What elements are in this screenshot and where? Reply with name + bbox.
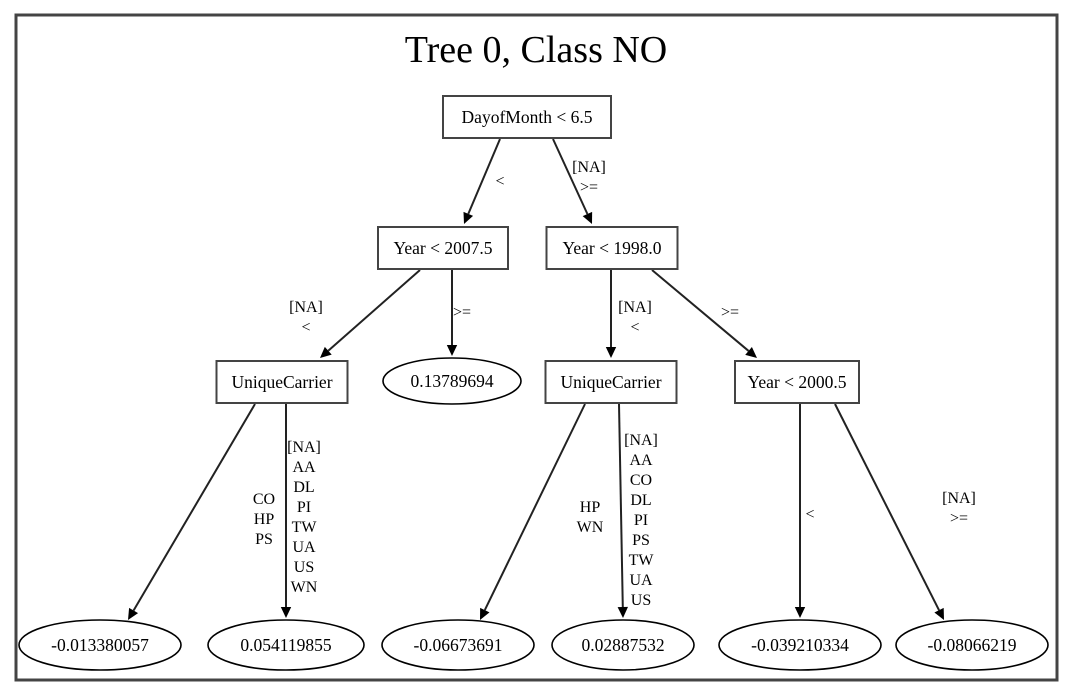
diagram-frame bbox=[14, 13, 1059, 682]
leaf-node[interactable]: -0.013380057 bbox=[18, 619, 182, 671]
leaf-value: 0.02887532 bbox=[581, 635, 664, 655]
edge-label: [NA]>= bbox=[572, 159, 606, 196]
split-condition: UniqueCarrier bbox=[231, 372, 332, 392]
leaf-node[interactable]: -0.06673691 bbox=[381, 619, 535, 671]
edge-arrowhead bbox=[446, 345, 458, 356]
edge-line bbox=[651, 269, 750, 352]
tree-edge: < bbox=[794, 404, 815, 618]
split-box bbox=[377, 226, 509, 270]
split-node[interactable]: Year < 1998.0 bbox=[545, 226, 679, 270]
edge-line bbox=[552, 138, 589, 215]
diagram-title: Tree 0, Class NO bbox=[405, 29, 668, 71]
split-box bbox=[734, 360, 860, 404]
split-node[interactable]: Year < 2007.5 bbox=[377, 226, 509, 270]
tree-edge: >= bbox=[651, 269, 757, 358]
edge-line bbox=[834, 403, 940, 611]
tree-edge: [NA]< bbox=[605, 270, 652, 358]
leaf-node[interactable]: 0.13789694 bbox=[382, 357, 522, 405]
leaf-ellipse bbox=[895, 619, 1049, 671]
edge-arrowhead bbox=[463, 211, 474, 224]
tree-edge: [NA]>= bbox=[552, 138, 606, 224]
split-box bbox=[544, 360, 678, 404]
edge-arrowhead bbox=[320, 346, 332, 358]
edge-label: [NA]>= bbox=[942, 490, 976, 527]
split-node[interactable]: UniqueCarrier bbox=[544, 360, 678, 404]
edge-label: < bbox=[805, 506, 814, 523]
edge-line bbox=[327, 269, 421, 352]
edge-arrowhead bbox=[617, 606, 628, 618]
split-box bbox=[215, 360, 349, 404]
edge-line bbox=[483, 403, 586, 611]
edge-label: >= bbox=[453, 304, 471, 321]
split-node[interactable]: UniqueCarrier bbox=[215, 360, 349, 404]
edge-arrowhead bbox=[128, 607, 139, 620]
edge-arrowhead bbox=[480, 607, 490, 620]
leaf-node[interactable]: 0.054119855 bbox=[207, 619, 365, 671]
leaf-node[interactable]: -0.039210334 bbox=[718, 619, 882, 671]
edge-label: >= bbox=[721, 304, 739, 321]
split-box bbox=[545, 226, 679, 270]
edge-arrowhead bbox=[934, 607, 944, 620]
leaf-ellipse bbox=[207, 619, 365, 671]
leaf-ellipse bbox=[18, 619, 182, 671]
edge-label: [NA]< bbox=[289, 299, 323, 336]
leaf-node[interactable]: -0.08066219 bbox=[895, 619, 1049, 671]
edge-label: [NA]< bbox=[618, 299, 652, 336]
split-node[interactable]: Year < 2000.5 bbox=[734, 360, 860, 404]
tree-edge: < bbox=[463, 138, 505, 224]
edge-line bbox=[132, 403, 256, 612]
edge-arrowhead bbox=[745, 346, 757, 358]
leaf-node[interactable]: 0.02887532 bbox=[551, 619, 695, 671]
tree-edge: >= bbox=[446, 270, 471, 356]
edge-line bbox=[618, 403, 624, 608]
split-node[interactable]: DayofMonth < 6.5 bbox=[442, 95, 612, 139]
leaf-value: -0.039210334 bbox=[751, 635, 849, 655]
leaf-ellipse bbox=[718, 619, 882, 671]
edge-arrowhead bbox=[794, 607, 806, 618]
split-condition: Year < 2007.5 bbox=[394, 238, 493, 258]
edge-line bbox=[467, 138, 501, 215]
split-box bbox=[442, 95, 612, 139]
split-condition: Year < 2000.5 bbox=[748, 372, 847, 392]
leaf-value: -0.013380057 bbox=[51, 635, 149, 655]
leaf-value: 0.13789694 bbox=[410, 371, 493, 391]
leaf-ellipse bbox=[551, 619, 695, 671]
leaf-value: -0.08066219 bbox=[928, 635, 1017, 655]
edge-arrowhead bbox=[280, 607, 292, 618]
leaf-ellipse bbox=[382, 357, 522, 405]
tree-edge: [NA]>= bbox=[834, 403, 976, 620]
edge-arrowhead bbox=[605, 347, 617, 358]
edge-arrowhead bbox=[582, 211, 593, 224]
edge-label: < bbox=[495, 173, 504, 190]
tree-edge: [NA]< bbox=[289, 269, 421, 358]
split-condition: UniqueCarrier bbox=[560, 372, 661, 392]
split-condition: Year < 1998.0 bbox=[563, 238, 662, 258]
leaf-ellipse bbox=[381, 619, 535, 671]
split-condition: DayofMonth < 6.5 bbox=[462, 107, 593, 127]
leaf-value: -0.06673691 bbox=[414, 635, 503, 655]
leaf-value: 0.054119855 bbox=[240, 635, 331, 655]
